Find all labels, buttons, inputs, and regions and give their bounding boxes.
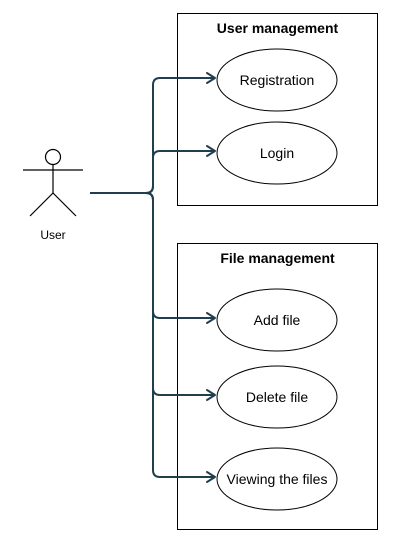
- actor-label: User: [40, 228, 65, 242]
- usecase-viewing-the-files[interactable]: Viewing the files: [216, 447, 338, 511]
- group-file-management-title: File management: [220, 250, 335, 266]
- usecase-registration[interactable]: Registration: [216, 48, 338, 112]
- connector-add-file-arrowhead: [206, 312, 216, 324]
- usecase-delete-file-label: Delete file: [246, 389, 308, 405]
- usecase-add-file[interactable]: Add file: [216, 288, 338, 352]
- group-user-management-title: User management: [217, 20, 339, 36]
- actor-user[interactable]: User: [23, 148, 83, 243]
- usecase-registration-ellipse: [216, 48, 338, 112]
- actor-head: [44, 148, 62, 166]
- usecase-delete-file-ellipse: [216, 365, 338, 429]
- connector-delete-file-arrowhead: [206, 389, 216, 401]
- usecase-delete-file[interactable]: Delete file: [216, 365, 338, 429]
- usecase-login-label: Login: [260, 145, 294, 161]
- usecase-viewing-the-files-label: Viewing the files: [227, 471, 328, 487]
- connector-viewing-the-files: [90, 192, 214, 478]
- usecase-add-file-ellipse: [216, 288, 338, 352]
- group-user-management: User management Registration Login: [177, 13, 378, 206]
- usecase-login-ellipse: [216, 121, 338, 185]
- group-file-management: File management Add file Delete file Vie…: [177, 243, 378, 530]
- connector-registration-arrowhead: [206, 72, 216, 84]
- usecase-add-file-label: Add file: [254, 312, 301, 328]
- actor-left-leg: [29, 192, 54, 217]
- usecase-viewing-the-files-ellipse: [216, 447, 338, 511]
- actor-right-leg: [52, 192, 77, 217]
- usecase-login[interactable]: Login: [216, 121, 338, 185]
- connector-login-arrowhead: [206, 145, 216, 157]
- usecase-registration-label: Registration: [240, 72, 315, 88]
- connector-viewing-the-files-arrowhead: [206, 471, 216, 483]
- connectors: [90, 72, 216, 483]
